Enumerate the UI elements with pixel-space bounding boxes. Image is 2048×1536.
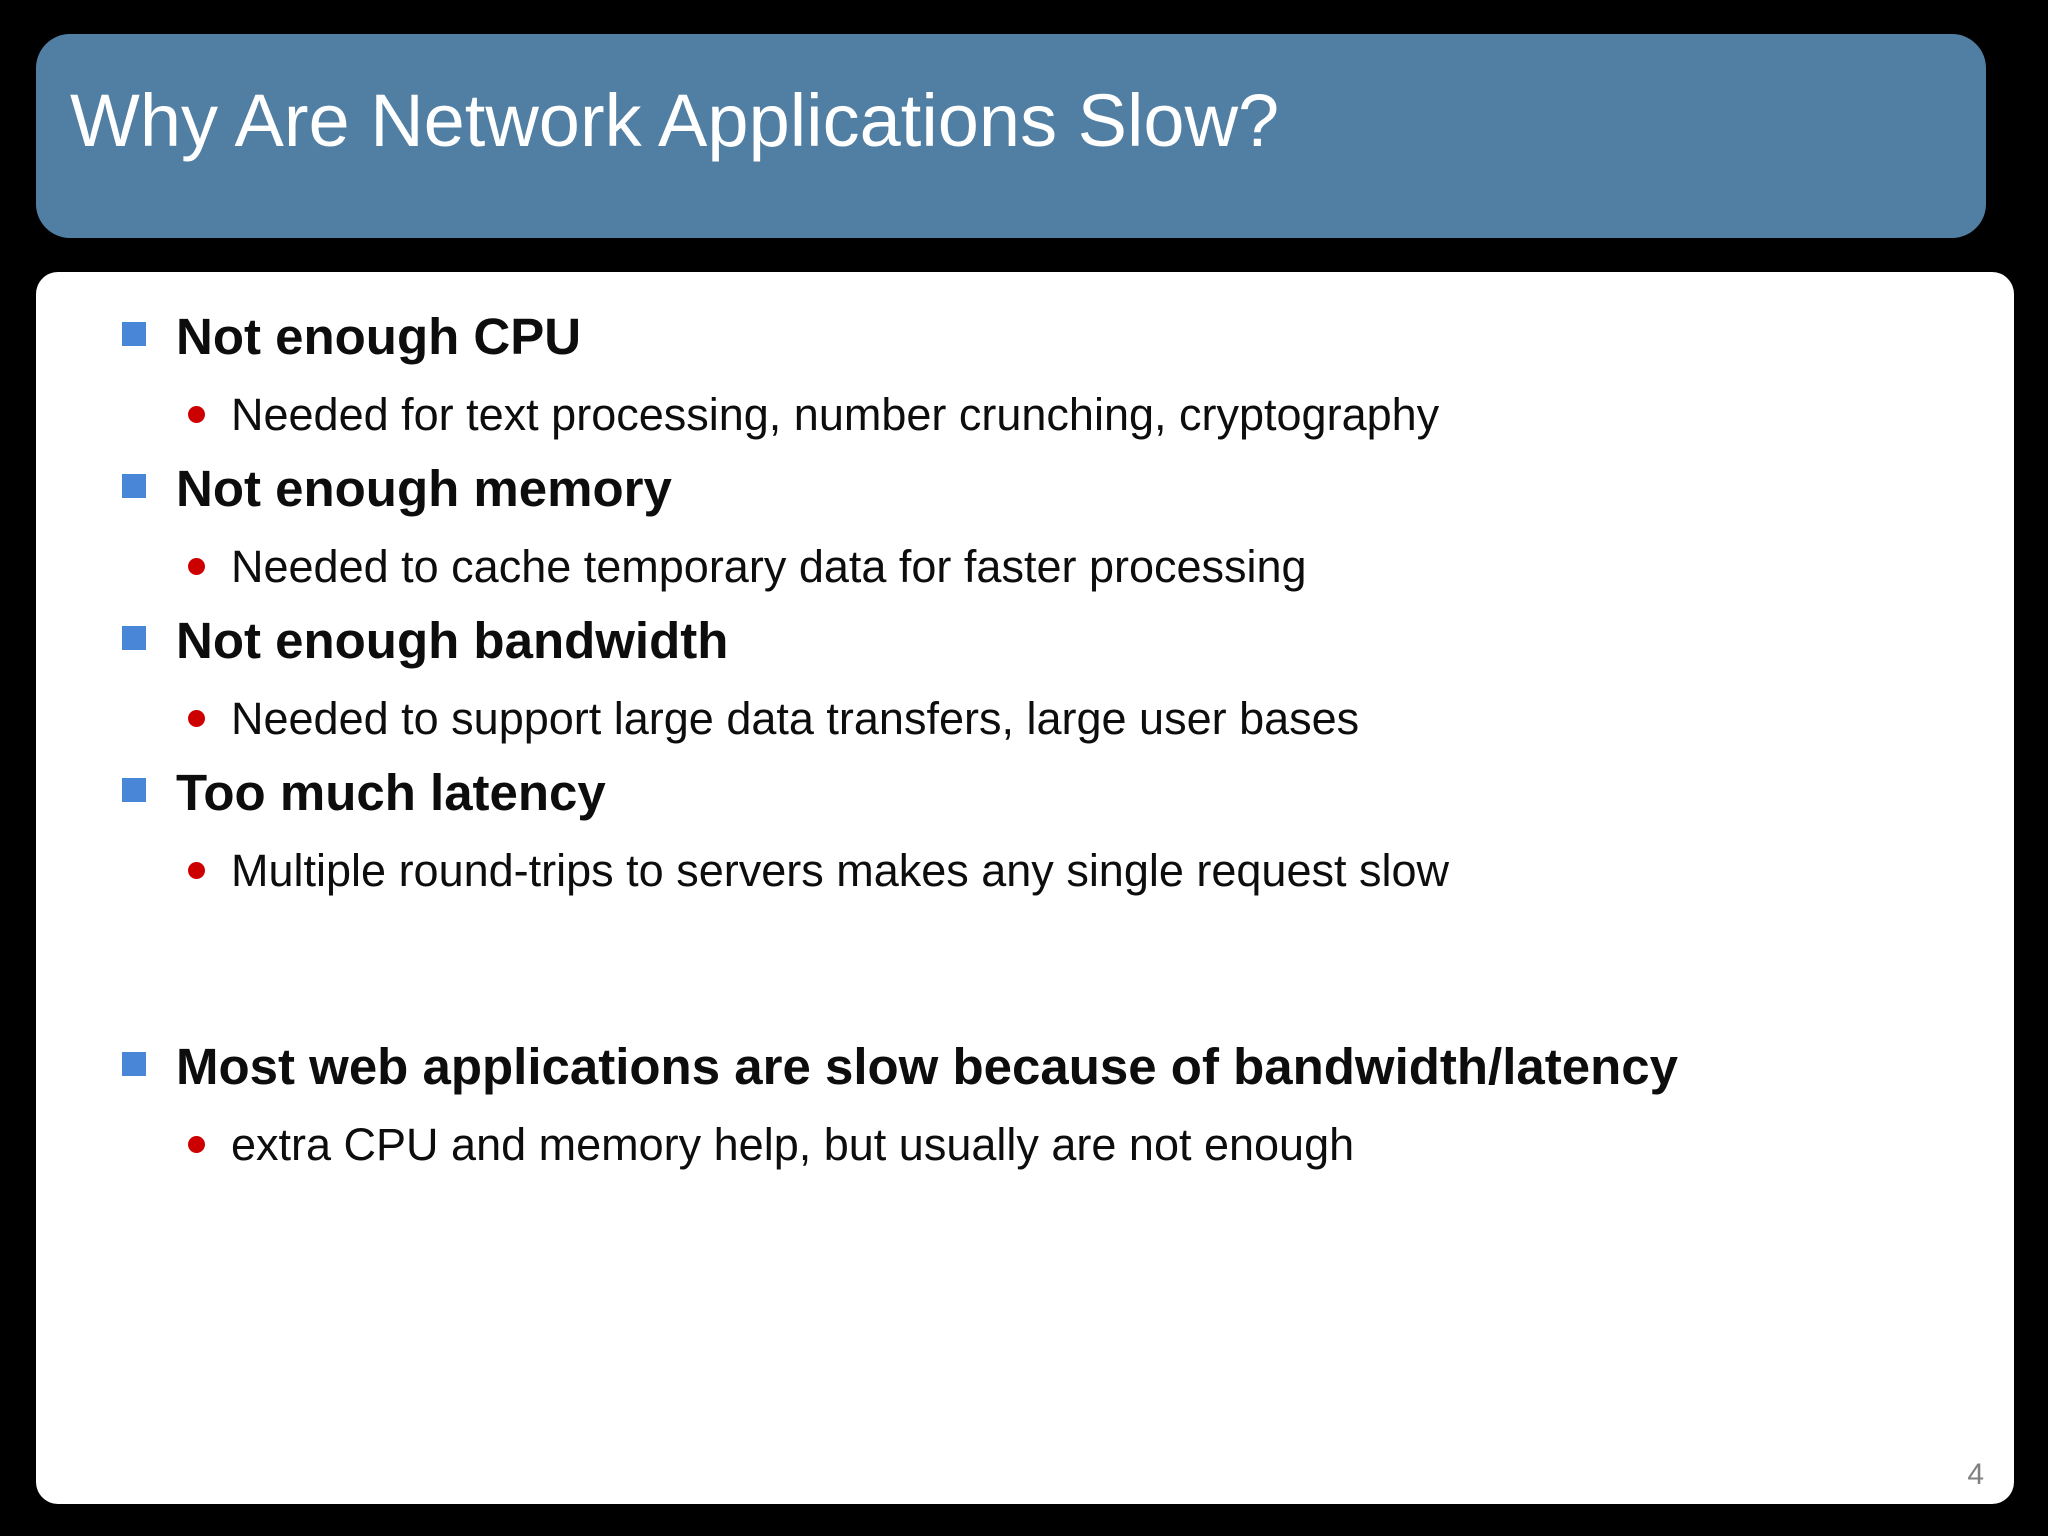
bullet-level1: Not enough memory [36, 452, 2014, 526]
dot-bullet-icon [188, 862, 205, 879]
bullet-group: Not enough memory Needed to cache tempor… [36, 452, 2014, 604]
list-top-spacer [36, 272, 2014, 300]
bullet-group: Not enough bandwidth Needed to support l… [36, 604, 2014, 756]
square-bullet-icon [122, 322, 146, 346]
bullet-level2-label: Multiple round-trips to servers makes an… [231, 845, 1450, 896]
bullet-level1-label: Not enough memory [176, 460, 672, 517]
dot-bullet-icon [188, 406, 205, 423]
bullet-level2-label: Needed to support large data transfers, … [231, 693, 1360, 744]
dot-bullet-icon [188, 1136, 205, 1153]
dot-bullet-icon [188, 558, 205, 575]
square-bullet-icon [122, 778, 146, 802]
bullet-level1: Not enough bandwidth [36, 604, 2014, 678]
square-bullet-icon [122, 1052, 146, 1076]
bullet-level2: Needed for text processing, number crunc… [36, 378, 2014, 452]
bullet-group: Too much latency Multiple round-trips to… [36, 756, 2014, 908]
bullet-level2-label: extra CPU and memory help, but usually a… [231, 1119, 1355, 1170]
bullet-level1-label: Not enough CPU [176, 308, 582, 365]
bullet-group: Not enough CPU Needed for text processin… [36, 300, 2014, 452]
bullet-level1: Too much latency [36, 756, 2014, 830]
bullet-group: Most web applications are slow because o… [36, 1030, 2014, 1182]
bullet-level1: Not enough CPU [36, 300, 2014, 374]
slide-title-bar: Why Are Network Applications Slow? [36, 34, 1986, 238]
bullet-level2: Needed to cache temporary data for faste… [36, 530, 2014, 604]
bullet-level1-label: Not enough bandwidth [176, 612, 729, 669]
slide-title: Why Are Network Applications Slow? [70, 79, 1280, 162]
bullet-level2: Multiple round-trips to servers makes an… [36, 834, 2014, 908]
slide-content-panel: Not enough CPU Needed for text processin… [36, 272, 2014, 1504]
bullet-list: Not enough CPU Needed for text processin… [36, 272, 2014, 1182]
dot-bullet-icon [188, 710, 205, 727]
bullet-level1-label: Too much latency [176, 764, 606, 821]
bullet-level2: Needed to support large data transfers, … [36, 682, 2014, 756]
slide-page-number: 4 [1967, 1458, 1984, 1491]
bullet-level2-label: Needed to cache temporary data for faste… [231, 541, 1307, 592]
bullet-level1-label: Most web applications are slow because o… [176, 1038, 1678, 1095]
bullet-level1: Most web applications are slow because o… [36, 1030, 2014, 1104]
bullet-level2: extra CPU and memory help, but usually a… [36, 1108, 2014, 1182]
square-bullet-icon [122, 626, 146, 650]
bullet-level2-label: Needed for text processing, number crunc… [231, 389, 1440, 440]
square-bullet-icon [122, 474, 146, 498]
